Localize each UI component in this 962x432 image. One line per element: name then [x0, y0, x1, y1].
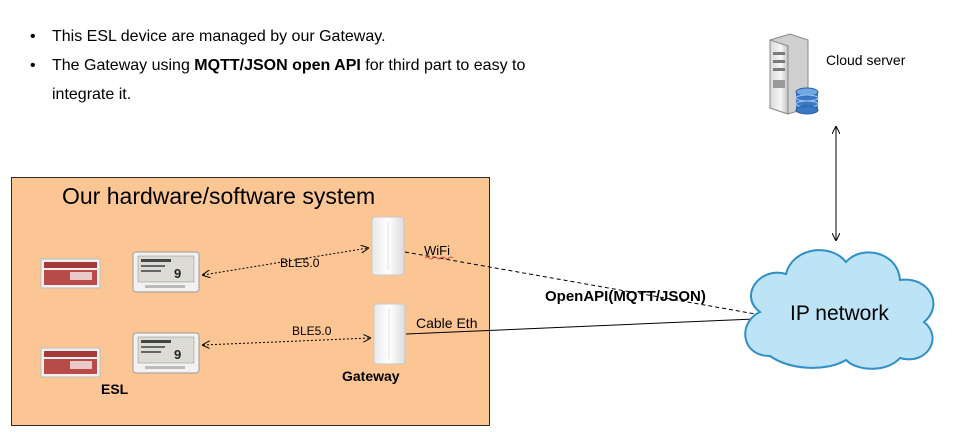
wifi-link	[404, 251, 779, 319]
system-title: Our hardware/software system	[62, 183, 376, 209]
bullet-text-tail: for third part to easy to integrate it.	[52, 57, 526, 103]
gateway-device-bottom	[373, 303, 406, 365]
cable-eth-label: Cable Eth	[416, 315, 478, 331]
bullet-list: • This ESL device are managed by our Gat…	[30, 22, 550, 109]
bullet-marker: •	[30, 28, 36, 45]
bullet-text: The Gateway using	[52, 57, 195, 74]
database-icon	[795, 87, 819, 115]
bullet-bold-text: MQTT/JSON open API	[194, 57, 361, 74]
ip-network-cloud-icon	[744, 249, 935, 370]
wifi-spellcheck-underline	[424, 256, 454, 260]
esl-red-tag-bottom	[40, 347, 101, 378]
ble-bottom-label: BLE5.0	[292, 324, 332, 338]
cable-link	[405, 317, 779, 335]
ip-network-label: IP network	[790, 302, 889, 325]
esl-price-digit: 9	[174, 347, 181, 362]
ble-link-bottom	[203, 338, 370, 345]
gateway-label: Gateway	[342, 368, 400, 384]
cloud-server-label: Cloud server	[826, 52, 906, 68]
esl-label: ESL	[101, 381, 129, 397]
esl-device-bottom: 9	[132, 332, 200, 374]
bullet-item-1: • This ESL device are managed by our Gat…	[30, 22, 550, 51]
bullet-marker: •	[30, 57, 36, 74]
ble-top-label: BLE5.0	[280, 256, 320, 270]
gateway-device-top	[371, 216, 405, 276]
bullet-item-2: • The Gateway using MQTT/JSON open API f…	[30, 51, 550, 109]
esl-price-digit: 9	[174, 266, 181, 281]
esl-device-top: 9	[132, 251, 200, 293]
wifi-label: WiFi	[424, 243, 450, 258]
openapi-label: OpenAPI(MQTT/JSON)	[545, 288, 706, 305]
esl-red-tag-top	[40, 258, 101, 289]
system-box	[11, 177, 490, 426]
bullet-text: This ESL device are managed by our Gatew…	[52, 28, 386, 45]
